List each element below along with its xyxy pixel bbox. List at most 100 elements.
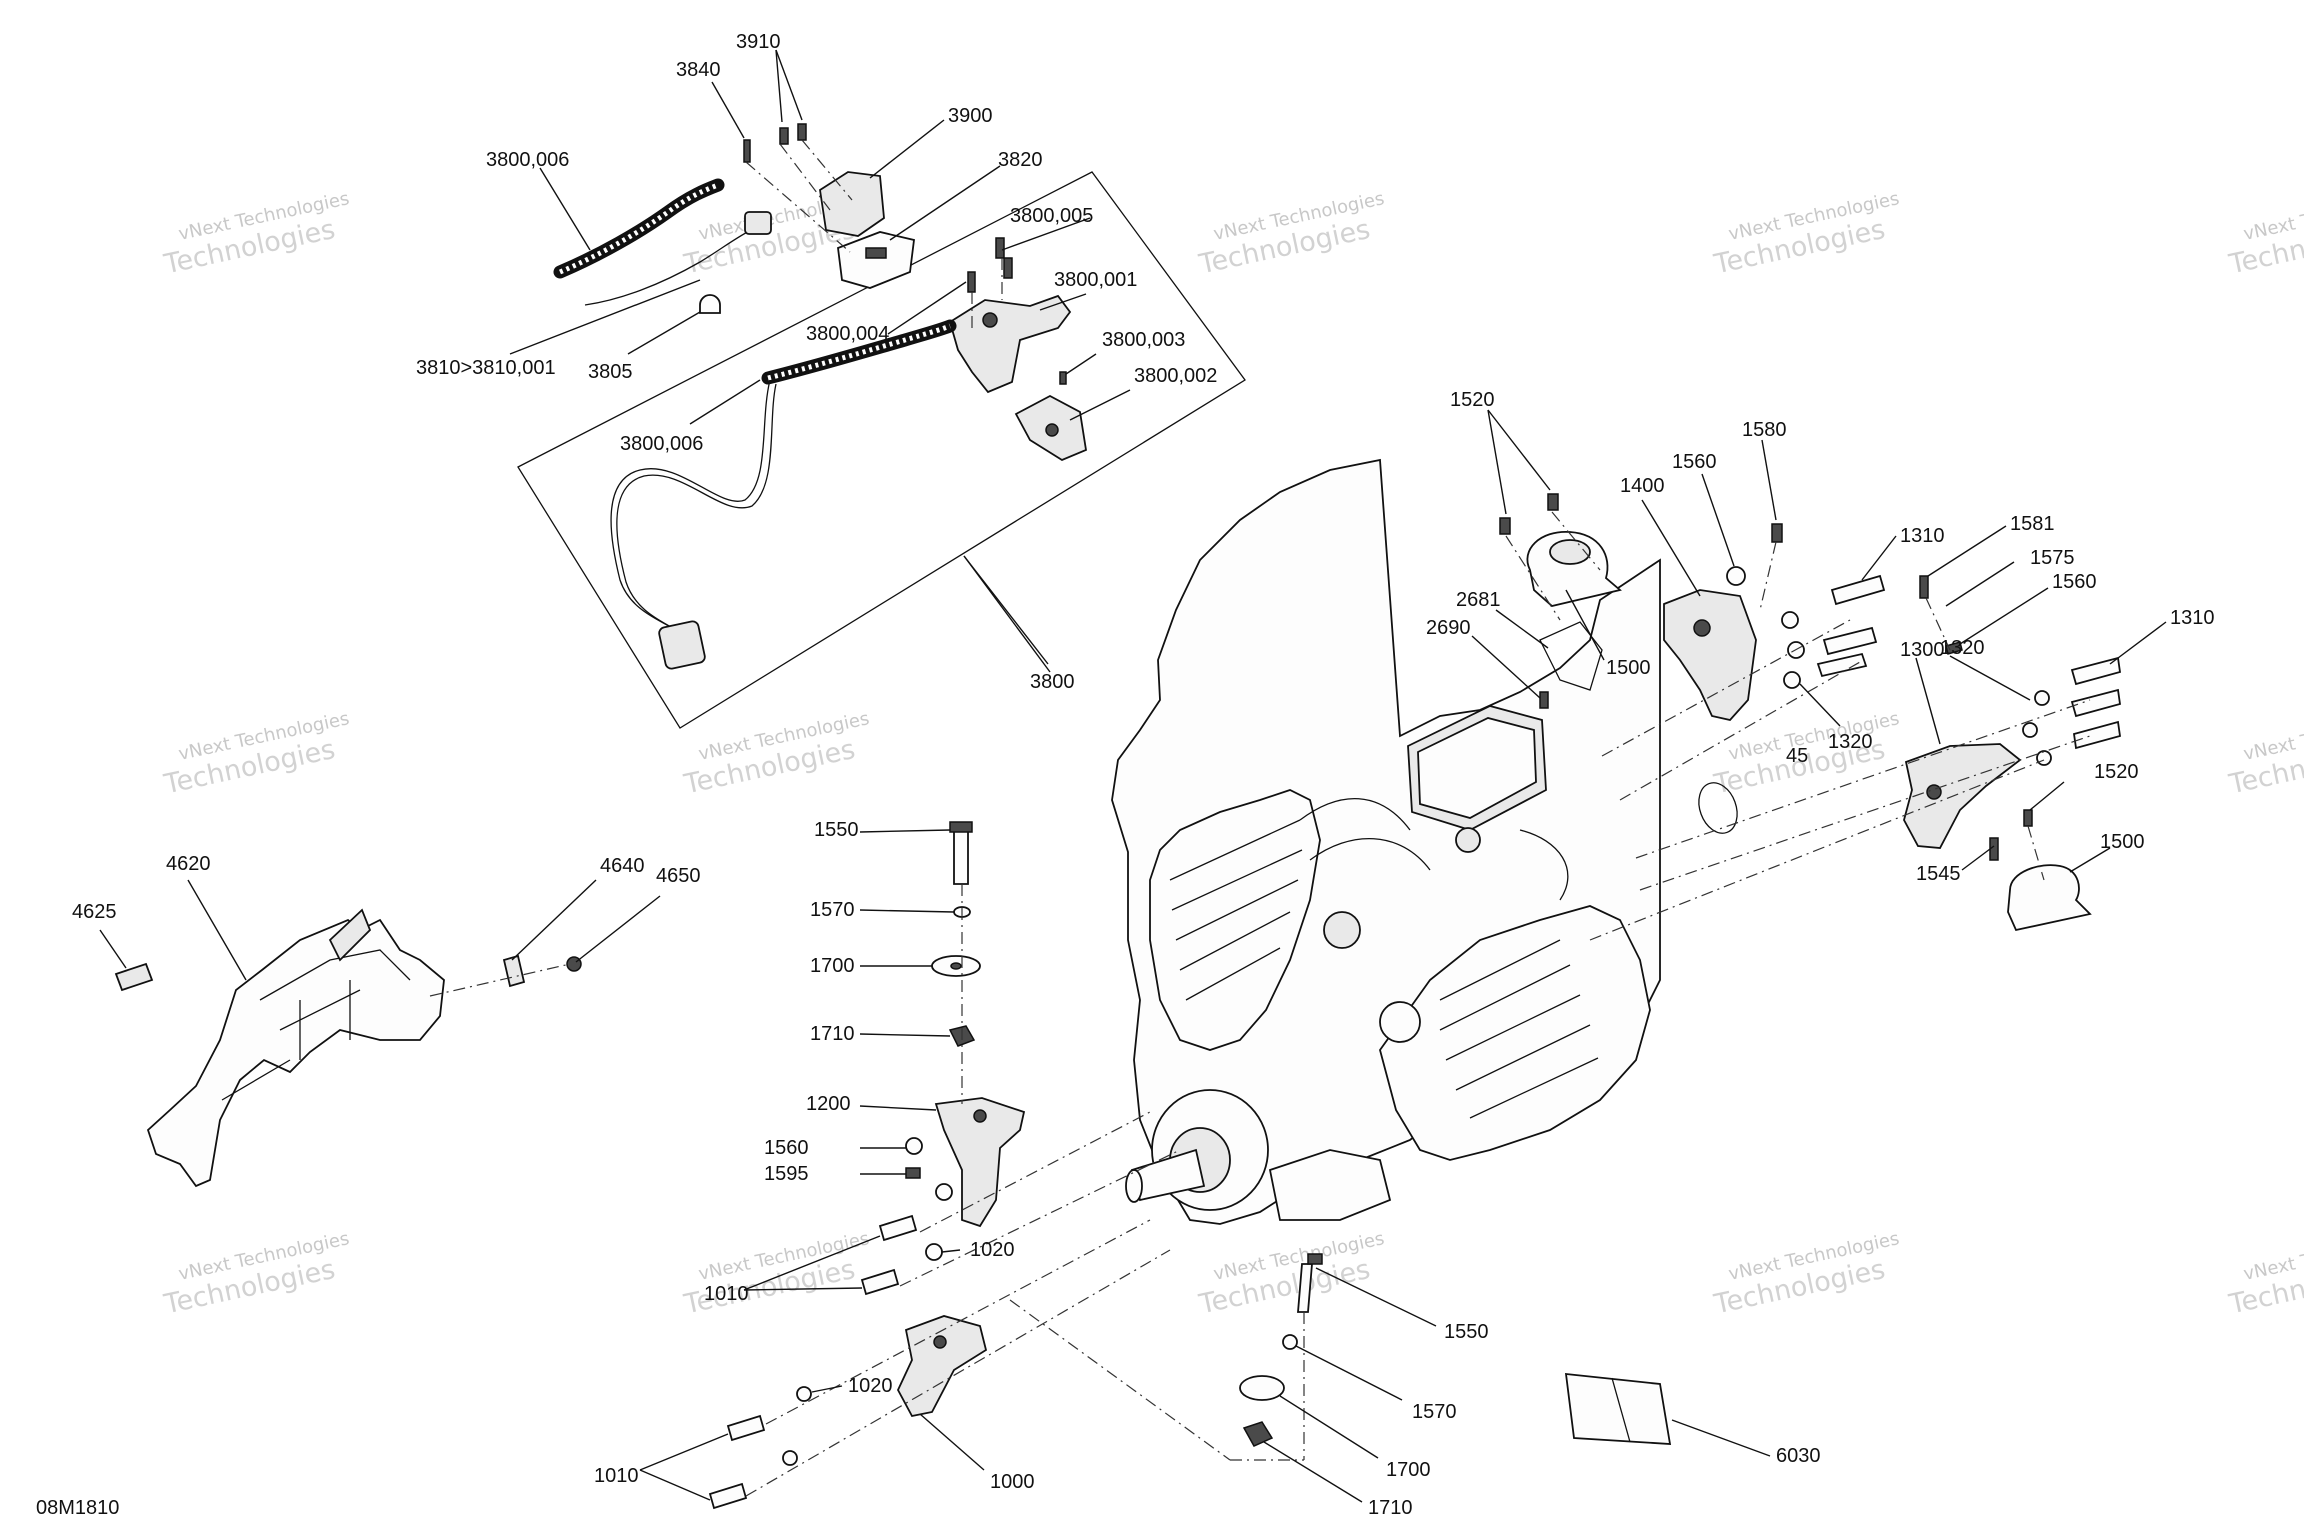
transmission-ribs: [1439, 939, 1599, 1119]
sensor: [1455, 827, 1481, 853]
label-decal-group: [1564, 1372, 1672, 1445]
leader-line: [1761, 439, 1777, 521]
callout-label: 1700: [810, 955, 855, 977]
assembly-axis: [1619, 661, 1861, 801]
screw-1545: [1989, 837, 1999, 861]
leader-line: [1799, 683, 1841, 727]
nut-1595: [905, 1167, 921, 1179]
leader-line: [743, 1235, 881, 1291]
assembly-axis: [2027, 825, 2045, 881]
leader-line: [1315, 1267, 1437, 1327]
leader-line: [639, 1469, 711, 1501]
transmission-housing: [1379, 905, 1651, 1161]
callout-label: 1550: [1444, 1321, 1489, 1343]
leader-line: [627, 311, 701, 355]
washer-1020: [925, 1243, 943, 1261]
hose-clip: [699, 294, 721, 314]
callout-label: 1710: [810, 1023, 855, 1045]
washer-1560: [1726, 566, 1746, 586]
washer-1320: [2034, 690, 2050, 706]
bolt-1310b: [1822, 626, 1878, 656]
ecu-module-face: [1417, 717, 1537, 819]
screw-1520a: [1499, 517, 1511, 535]
leader-line: [509, 279, 701, 355]
callout-label: 1520: [2094, 761, 2139, 783]
callout-label: 3800,006: [620, 433, 703, 455]
leader-line: [743, 1287, 863, 1291]
leader-line: [859, 1033, 951, 1037]
callout-label: 1575: [2030, 547, 2075, 569]
callout-label: 3840: [676, 59, 721, 81]
washer-1020: [796, 1386, 812, 1402]
callout-label: 3900: [948, 105, 993, 127]
assembly-axis: [429, 963, 571, 997]
figure-code: 08M1810: [36, 1497, 119, 1519]
screw-1520c: [2023, 809, 2033, 827]
callout-label: 4620: [166, 853, 211, 875]
oil-pan: [1268, 1149, 1392, 1221]
harness-sensor-body: [948, 294, 1072, 394]
callout-label: 4650: [656, 865, 701, 887]
left-frame-group: [114, 908, 582, 1188]
bolt-3840: [743, 139, 751, 163]
callout-label: 1570: [810, 899, 855, 921]
rubber-mount-1500b: [2007, 864, 2092, 932]
frame-bracket-tab: [328, 908, 372, 962]
leader-line: [187, 879, 247, 981]
callout-label: 4640: [600, 855, 645, 877]
leader-line: [511, 879, 597, 961]
screw-1520b: [1547, 493, 1559, 511]
frame-bracket-detail: [221, 949, 411, 1101]
callout-label: 1700: [1386, 1459, 1431, 1481]
callout-label: 1020: [848, 1375, 893, 1397]
callout-label: 3810>3810,001: [416, 357, 556, 379]
block-4625: [114, 962, 154, 992]
clip-4640: [502, 954, 526, 988]
right-axis-lines: [1505, 511, 2091, 941]
screw-1580: [1771, 523, 1783, 543]
callout-label: 1570: [1412, 1401, 1457, 1423]
screw-3800-004: [967, 271, 976, 293]
leader-line: [1565, 589, 1605, 661]
leader-line: [1069, 389, 1131, 421]
callout-label: 3805: [588, 361, 633, 383]
callout-label: 1560: [1672, 451, 1717, 473]
bracket-hole: [1045, 423, 1059, 437]
assembly-axis: [919, 1111, 1151, 1233]
washer-1320: [1783, 671, 1801, 689]
harness-end-connector: [658, 620, 706, 670]
assembly-axis: [899, 1149, 1181, 1287]
callout-label: 3910: [736, 31, 781, 53]
assembly-axis: [1505, 535, 1561, 621]
leader-line: [2109, 621, 2167, 665]
callout-label: 1020: [970, 1239, 1015, 1261]
gasket-2681: [1539, 621, 1603, 691]
oil-filter: [1323, 911, 1361, 949]
corrugated-hose-lower: [761, 319, 957, 385]
leader-line: [689, 379, 761, 425]
pin-2690: [1539, 691, 1549, 709]
callout-label: 1545: [1916, 863, 1961, 885]
bracket-hole: [973, 1109, 987, 1123]
leader-line: [639, 1433, 729, 1471]
screw-3800-005b: [1003, 257, 1013, 279]
assembly-axis: [1635, 699, 2091, 859]
leader-line: [941, 1249, 961, 1253]
callout-label: 3800,002: [1134, 365, 1217, 387]
leader-line: [811, 1385, 843, 1393]
callout-label: 1310: [1900, 525, 1945, 547]
washer-1700b: [1239, 1375, 1285, 1401]
leader-line: [887, 281, 967, 335]
callout-label: 45: [1786, 745, 1808, 767]
leader-line: [539, 167, 591, 251]
bracket-3820: [837, 231, 915, 289]
bolt-1310a: [1830, 574, 1886, 606]
nut-1710b: [1242, 1421, 1274, 1447]
leader-line: [1945, 561, 2015, 607]
bolt-1310c: [1816, 652, 1868, 678]
callout-label: 3800,003: [1102, 329, 1185, 351]
callout-label: 3800,005: [1010, 205, 1093, 227]
leader-line: [1001, 217, 1091, 251]
callout-label: 1010: [704, 1283, 749, 1305]
leader-line: [99, 929, 127, 969]
